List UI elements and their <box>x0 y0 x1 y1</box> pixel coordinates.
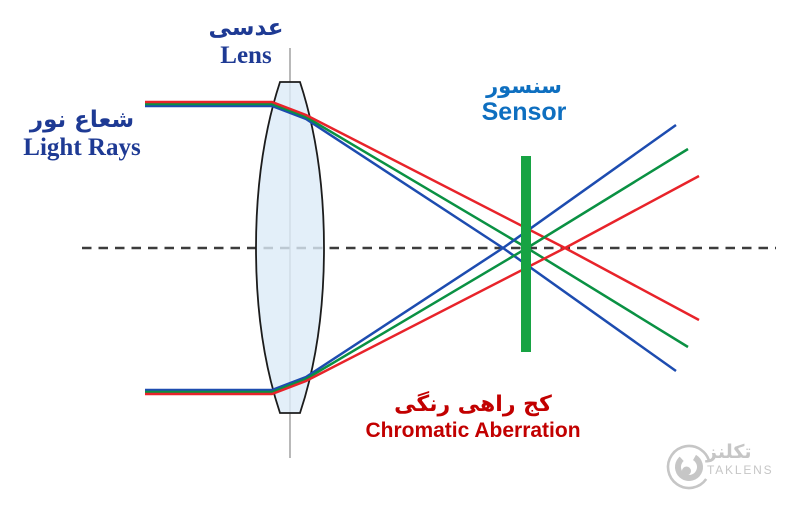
watermark-name-en: TAKLENS <box>707 463 774 477</box>
light-rays-group <box>145 100 700 396</box>
light-rays-label: شعاع نور Light Rays <box>23 106 140 160</box>
blue-ray-bottom <box>145 123 677 392</box>
red-ray-bottom <box>145 174 700 396</box>
lens-label: عدسی Lens <box>209 14 284 68</box>
red-ray-top <box>145 100 700 322</box>
blue-ray-top <box>145 104 677 373</box>
sensor-label: سنسور Sensor <box>482 74 567 125</box>
green-ray-bottom <box>145 147 689 394</box>
sensor-label-en: Sensor <box>481 98 567 127</box>
lens-label-en: Lens <box>220 41 272 69</box>
chromatic-aberration-label: کج راهی رنگی Chromatic Aberration <box>365 391 580 442</box>
lens-label-fa: عدسی <box>208 15 284 41</box>
sensor-bar <box>521 156 531 352</box>
logo-inner-ring <box>675 453 703 481</box>
chromatic-aberration-label-en: Chromatic Aberration <box>365 418 581 442</box>
green-ray-top <box>145 102 689 349</box>
chromatic-aberration-label-fa: کج راهی رنگی <box>394 392 552 417</box>
light-rays-label-fa: شعاع نور <box>29 107 135 133</box>
lens-body <box>255 81 325 414</box>
light-rays-label-en: Light Rays <box>23 133 141 161</box>
watermark-name-fa: تکلنز <box>706 441 752 463</box>
logo-dot <box>682 466 691 476</box>
sensor-label-fa: سنسور <box>486 74 562 98</box>
